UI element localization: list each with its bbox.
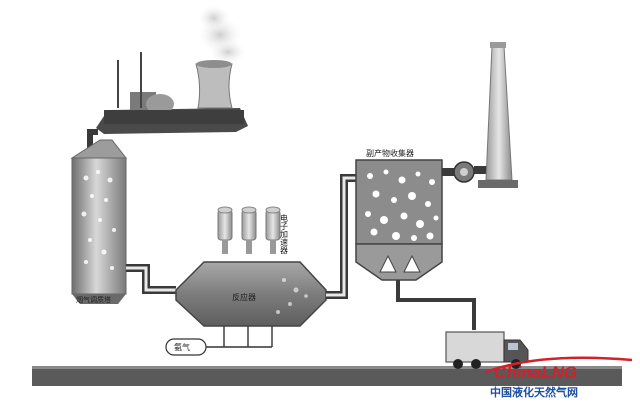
watermark: ChinaLNG 中国液化天然气网 [485,356,633,399]
power-plant [96,5,248,134]
reactor-label: 反应器 [232,292,256,302]
ammonia-feed [165,326,273,356]
duct-tower-to-reactor [126,264,176,294]
watermark-swoosh [485,356,633,374]
electron-accelerators [217,206,281,254]
ground-strip [32,368,622,386]
ground-highlight [32,366,622,369]
accelerator-3 [265,206,281,254]
truck [445,331,529,369]
accelerator-2 [241,206,257,254]
duct-plant-to-tower [87,129,98,150]
ammonia-label: 氨气 [174,342,190,352]
duct-reactor-to-collector [326,174,356,299]
byproduct-collector [355,159,443,281]
chimney [478,42,518,188]
watermark-subtitle: 中国液化天然气网 [490,385,578,399]
pipe-collector-to-truck [396,280,476,330]
accelerator-label: 电子加速器 [280,213,289,255]
conditioning-tower-label: 烟气调质塔 [76,295,111,304]
conditioning-tower [70,139,128,304]
accelerator-1 [217,206,233,254]
exhaust-fan [442,161,488,183]
reactor-vessel [175,261,327,327]
collector-label: 副产物收集器 [366,148,414,158]
watermark-brand: ChinaLNG [494,363,577,382]
